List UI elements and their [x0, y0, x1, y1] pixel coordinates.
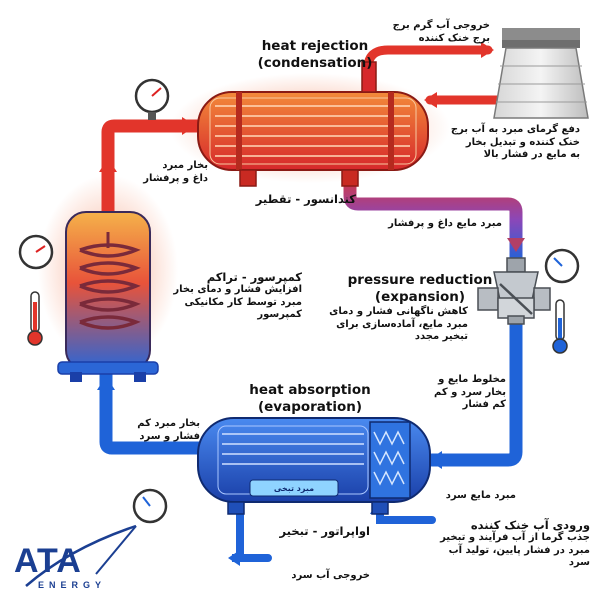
- cold-liquid-pipe: [425, 311, 523, 467]
- mix-line1: مخلوط مایع و: [438, 374, 506, 385]
- chilled-water-line1: جذب گرما از آب فرآیند و تبخیر: [440, 532, 590, 544]
- mix-label: مخلوط مایع و بخار سرد و کم کم فشار: [410, 374, 506, 412]
- arrow-up-icon: [99, 158, 117, 172]
- logo-wordmark: ATA: [14, 542, 82, 580]
- arrow-right-icon: [182, 117, 196, 135]
- hot-vapor-line2: داغ و پرفشار: [143, 172, 208, 184]
- arrow-right-icon: [481, 42, 494, 58]
- mix-line3: کم فشار: [462, 399, 506, 410]
- arrow-down-icon: [507, 238, 525, 252]
- expansion-valve-icon: [477, 257, 551, 325]
- chilled-water-line2: مبرد در فشار پایین، تولید آب: [448, 544, 590, 556]
- heat-absorption-label: heat absorption: [249, 382, 371, 398]
- compressor-line3: کمپرسور: [257, 309, 302, 321]
- expansion-desc-line1: کاهش ناگهانی فشار و دمای: [329, 306, 468, 317]
- hot-vapor-line1: بخار مبرد: [162, 160, 208, 171]
- compressor-title-fa: کمپرسور - تراکم: [206, 270, 302, 284]
- hot-liquid-label: مبرد مایع داغ و پرفشار: [388, 218, 502, 229]
- condenser-title-fa: کندانسور - تقطیر: [255, 192, 356, 206]
- tower-note-line3: به مایع در فشار بالا: [483, 149, 580, 160]
- chilled-water-label: ورودی آب خنک کننده جذب گرما از آب فرآیند…: [430, 518, 590, 570]
- thermometer-icon: [552, 299, 568, 354]
- pressure-gauge-icon: [18, 234, 54, 270]
- evaporator-heat-exchanger-icon: [197, 417, 431, 515]
- thermometer-icon: [27, 291, 43, 346]
- compressor-label: کمپرسور - تراکم افزایش فشار و دمای بخار …: [152, 270, 302, 322]
- evaporator-title-fa: اواپراتور - تبخیر: [279, 524, 370, 538]
- pressure-gauge-icon: [132, 488, 168, 524]
- mix-line2: بخار سرد و کم: [434, 386, 506, 398]
- cold-water-out-label: خروجی آب سرد: [291, 570, 370, 581]
- pressure-gauge-icon: [544, 248, 580, 284]
- expansion-desc-line3: تبخیر مجدد: [414, 331, 468, 342]
- condenser-title-en: heat rejection (condensation): [250, 38, 380, 72]
- expansion-desc-line2: مبرد مایع، آماده‌سازی برای: [336, 318, 468, 330]
- ata-energy-logo: [25, 524, 137, 587]
- hot-water-out-line1: خروجی آب گرم برج: [392, 20, 490, 31]
- compressor-tank-icon: [57, 211, 159, 382]
- cold-vapor-line2: فشار و سرد: [139, 430, 200, 442]
- logo-subtitle: ENERGY: [38, 580, 107, 590]
- tower-hot-water-pipe: [363, 45, 493, 73]
- hot-vapor-pipe: [101, 119, 205, 222]
- expansion-label: (expansion): [374, 288, 466, 305]
- compressor-line1: افزایش فشار و دمای بخار: [173, 284, 302, 296]
- evaporator-title-en: heat absorption (evaporation): [240, 382, 380, 416]
- cooling-tower-icon: [493, 28, 589, 119]
- cold-vapor-label: بخار مبرد کم فشار و سرد: [116, 418, 200, 443]
- pressure-gauge-icon: [134, 78, 170, 120]
- arrow-left-icon: [428, 451, 442, 469]
- pressure-reduction-label: pressure reduction: [347, 272, 493, 288]
- evaporation-label: (evaporation): [257, 398, 363, 415]
- cold-refrigerant-label: مبرد تبخی: [273, 484, 315, 493]
- hot-liquid-pipe: [343, 161, 523, 269]
- cold-vapor-pipe: [99, 363, 207, 455]
- chilled-water-title: ورودی آب خنک کننده: [470, 518, 590, 532]
- tower-note-label: دفع گرمای مبرد به آب برج خنک کننده و تبد…: [440, 124, 580, 162]
- tower-note-line2: خنک کننده و تبدیل بخار: [465, 136, 580, 148]
- condenser-heat-exchanger-icon: [197, 61, 429, 187]
- chilled-water-line3: سرد: [568, 557, 590, 569]
- compressor-line2: مبرد توسط کار مکانیکی: [184, 296, 303, 308]
- tower-note-line1: دفع گرمای مبرد به آب برج: [450, 124, 580, 135]
- hot-vapor-label: بخار مبرد داغ و پرفشار: [118, 160, 208, 185]
- condensation-label: (condensation): [257, 54, 373, 71]
- expansion-desc-label: کاهش ناگهانی فشار و دمای مبرد مایع، آماد…: [318, 306, 468, 344]
- arrow-up-icon: [97, 376, 115, 390]
- valve-title-en: pressure reduction (expansion): [340, 272, 500, 306]
- hot-water-out-line2: برج خنک کننده: [418, 32, 490, 44]
- heat-rejection-label: heat rejection: [261, 38, 369, 54]
- hot-water-out-label: خروجی آب گرم برج برج خنک کننده: [380, 20, 490, 45]
- cold-vapor-line1: بخار مبرد کم: [137, 418, 200, 429]
- cold-liquid-label: مبرد مایع سرد: [445, 490, 516, 501]
- arrow-left-icon: [424, 92, 437, 108]
